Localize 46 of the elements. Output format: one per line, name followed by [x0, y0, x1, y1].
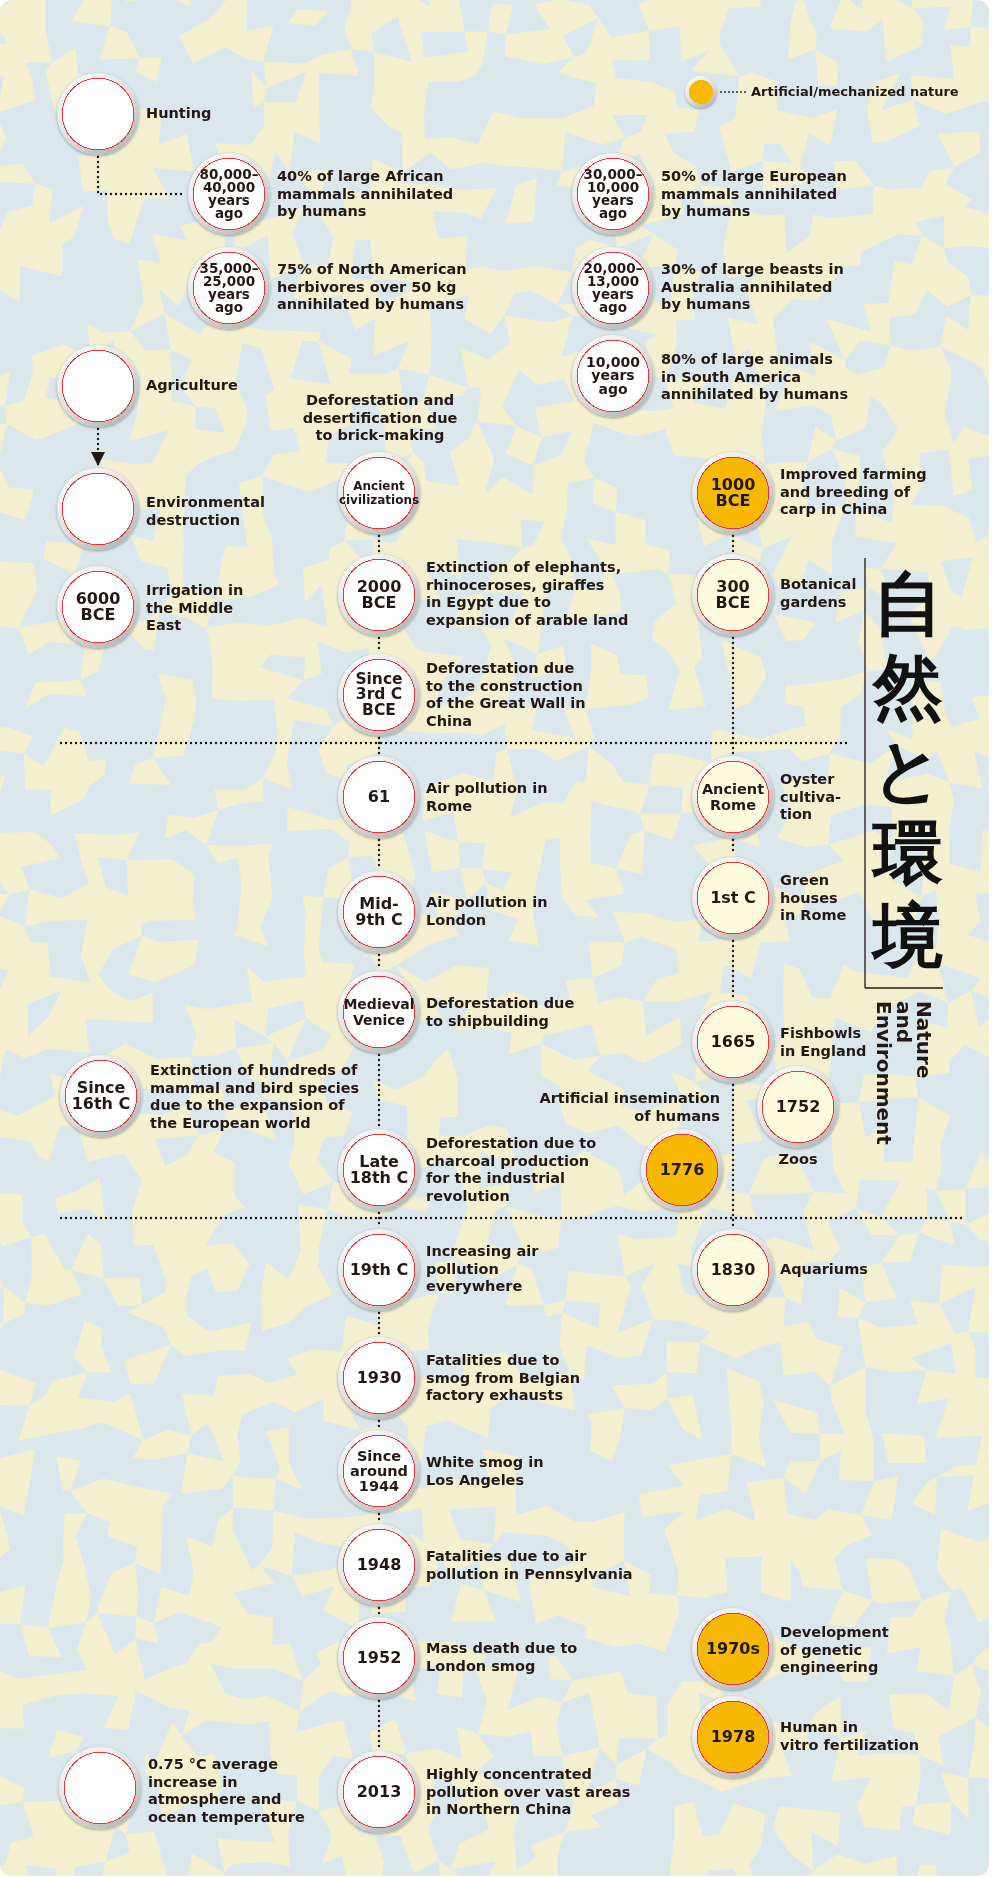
description-text: Mass death due to London smog: [426, 1640, 578, 1676]
description-text: White smog in Los Angeles: [426, 1454, 544, 1490]
description-text: 0.75 °C average increase in atmosphere and ocean temperature: [148, 1755, 305, 1827]
description-text: 75% of North American herbivores over 50 kg annihilated by humans: [277, 261, 467, 315]
description-text: 80% of large animals in South America annihilated by humans: [661, 351, 848, 405]
description-text: Deforestation due to charcoal production for the industrial revolution: [426, 1134, 597, 1206]
description-text: Irrigation in the Middle East: [146, 582, 244, 636]
description-text: Fishbowls in England: [780, 1025, 867, 1061]
description-text: Aquariums: [780, 1261, 868, 1279]
arrow: [91, 427, 105, 468]
connector-line: [377, 1311, 381, 1337]
description-text: Deforestation and desertification due to brick-making: [302, 392, 458, 446]
description-text: Air pollution in Rome: [426, 780, 548, 816]
connector-line: [377, 736, 381, 756]
connector-line: [731, 1083, 735, 1229]
description-text: Deforestation due to the construction of the Great Wall in China: [426, 659, 586, 731]
description-text: Oyster cultiva- tion: [780, 771, 842, 825]
description-text: Environmental destruction: [146, 494, 266, 530]
description-text: Fatalities due to smog from Belgian factory exhausts: [426, 1352, 581, 1406]
description-text: Artificial insemination of humans: [539, 1090, 720, 1126]
description-text: Zoos: [778, 1151, 818, 1169]
connector-line: [731, 636, 735, 756]
description-text: 30% of large beasts in Australia annihilated by humans: [661, 261, 844, 315]
subtitle-text: Nature and Environment: [874, 1001, 934, 1145]
connector-line: [731, 534, 735, 554]
connector-line: [377, 1053, 381, 1129]
description-text: Increasing air pollution everywhere: [426, 1243, 539, 1297]
description-text: Highly concentrated pollution over vast areas in Northern China: [426, 1766, 631, 1820]
description-text: Extinction of elephants, rhinoceroses, giraffes in Egypt due to expansion of arable land: [426, 558, 629, 630]
description-text: Fatalities due to air pollution in Pennsylvania: [426, 1548, 633, 1584]
description-text: 50% of large European mammals annihilated by humans: [661, 168, 847, 222]
description-text: Agriculture: [146, 377, 238, 395]
description-text: Air pollution in London: [426, 894, 548, 930]
title-text: 自然と環境: [872, 562, 944, 977]
description-text: 40% of large African mammals annihilated by humans: [277, 168, 454, 222]
description-text: Botanical gardens: [780, 576, 857, 612]
description-text: Human in vitro fertilization: [780, 1719, 920, 1755]
connector-line: [377, 534, 381, 554]
description-text: Improved farming and breeding of carp in China: [780, 466, 927, 520]
description-text: Development of genetic engineering: [780, 1624, 889, 1678]
connector-line: [377, 1419, 381, 1430]
description-text: Deforestation due to shipbuilding: [426, 995, 575, 1031]
legend-text: Artificial/mechanized nature: [751, 84, 959, 100]
connector-line: [377, 1606, 381, 1617]
description-text: Hunting: [146, 105, 212, 123]
description-text: Green houses in Rome: [780, 872, 847, 926]
